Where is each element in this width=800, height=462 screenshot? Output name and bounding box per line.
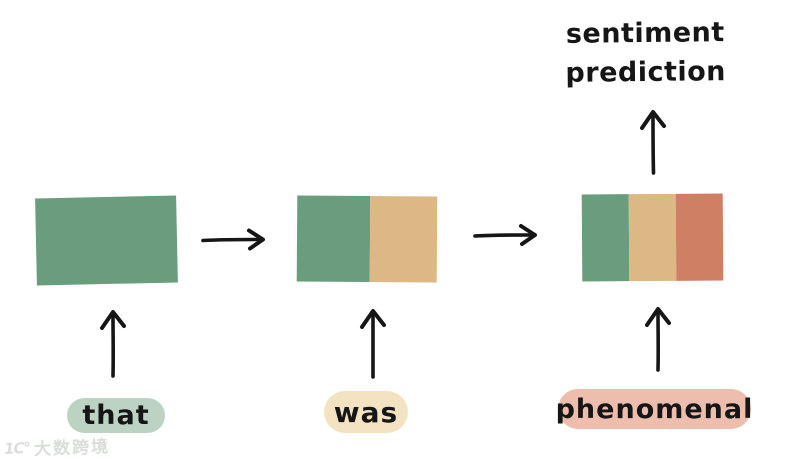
watermark: 1C° 大数跨境: [4, 432, 111, 461]
green-segment: [296, 195, 370, 283]
salmon-segment: [675, 193, 724, 281]
tan-segment: [369, 196, 438, 283]
green-segment: [35, 195, 178, 286]
arrow-up-icon: [356, 305, 390, 379]
hidden-state-box-2: [296, 195, 438, 283]
watermark-logo-icon: 1C°: [3, 438, 31, 458]
token-label: was: [333, 395, 399, 429]
tan-segment: [628, 193, 677, 282]
token-label: phenomenal: [555, 393, 754, 425]
arrow-up-icon: [636, 107, 670, 175]
hidden-state-box-3: [581, 193, 724, 282]
output-label: sentiment prediction: [558, 13, 734, 93]
token-label: that: [82, 400, 150, 431]
arrow-up-icon: [96, 306, 130, 378]
watermark-text: 大数跨境: [33, 437, 111, 460]
token-pill-that: that: [67, 398, 165, 433]
token-pill-phenomenal: phenomenal: [555, 389, 754, 429]
hidden-state-box-1: [35, 195, 178, 286]
output-label-line2: prediction: [565, 56, 727, 89]
green-segment: [581, 194, 630, 282]
arrow-right-icon: [472, 222, 546, 249]
arrow-right-icon: [200, 226, 274, 253]
arrow-up-icon: [641, 303, 675, 372]
token-pill-was: was: [324, 391, 408, 433]
output-label-line1: sentiment: [565, 17, 725, 50]
